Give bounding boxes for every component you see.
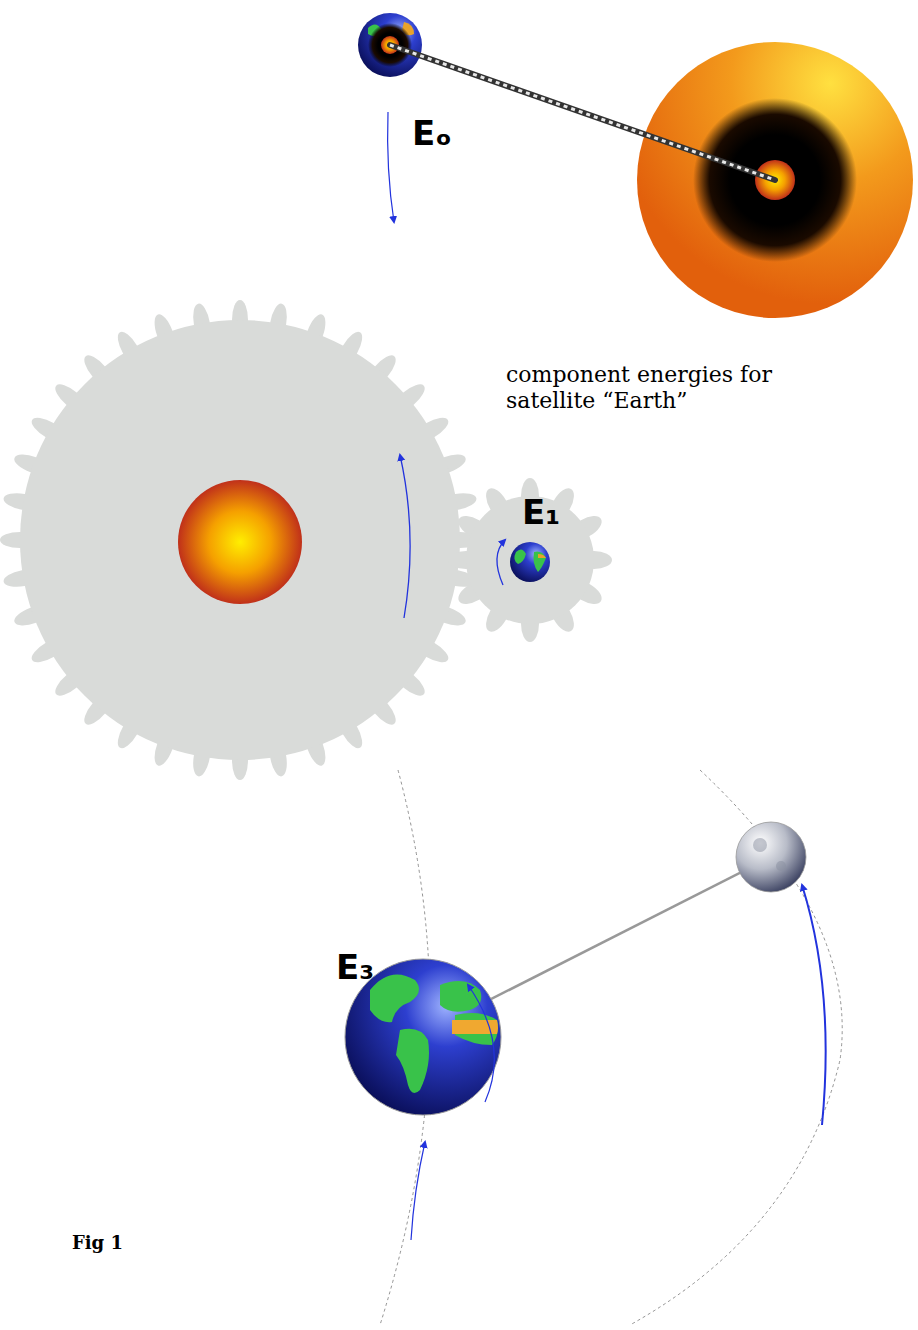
energy-label: Eₒ (412, 116, 452, 150)
gear-body (466, 496, 594, 624)
motion-arrow (388, 112, 394, 222)
sun (178, 480, 302, 604)
orbit-arrow (411, 1142, 425, 1240)
note-text: component energies for satellite “Earth” (506, 362, 806, 415)
moon (736, 822, 806, 892)
spin-arrow (468, 985, 494, 1102)
energy-label: E₁ (522, 495, 560, 529)
orbit-path (630, 770, 842, 1325)
energy-label: E₃ (336, 950, 374, 984)
earth-on-gear (510, 542, 550, 582)
orbit-arrow (802, 885, 826, 1125)
rotation-arrow (400, 455, 410, 618)
gear-body (20, 320, 460, 760)
tether-rope (390, 45, 775, 180)
figure-caption: Fig 1 (72, 1232, 123, 1253)
spin-arrow (497, 540, 505, 585)
